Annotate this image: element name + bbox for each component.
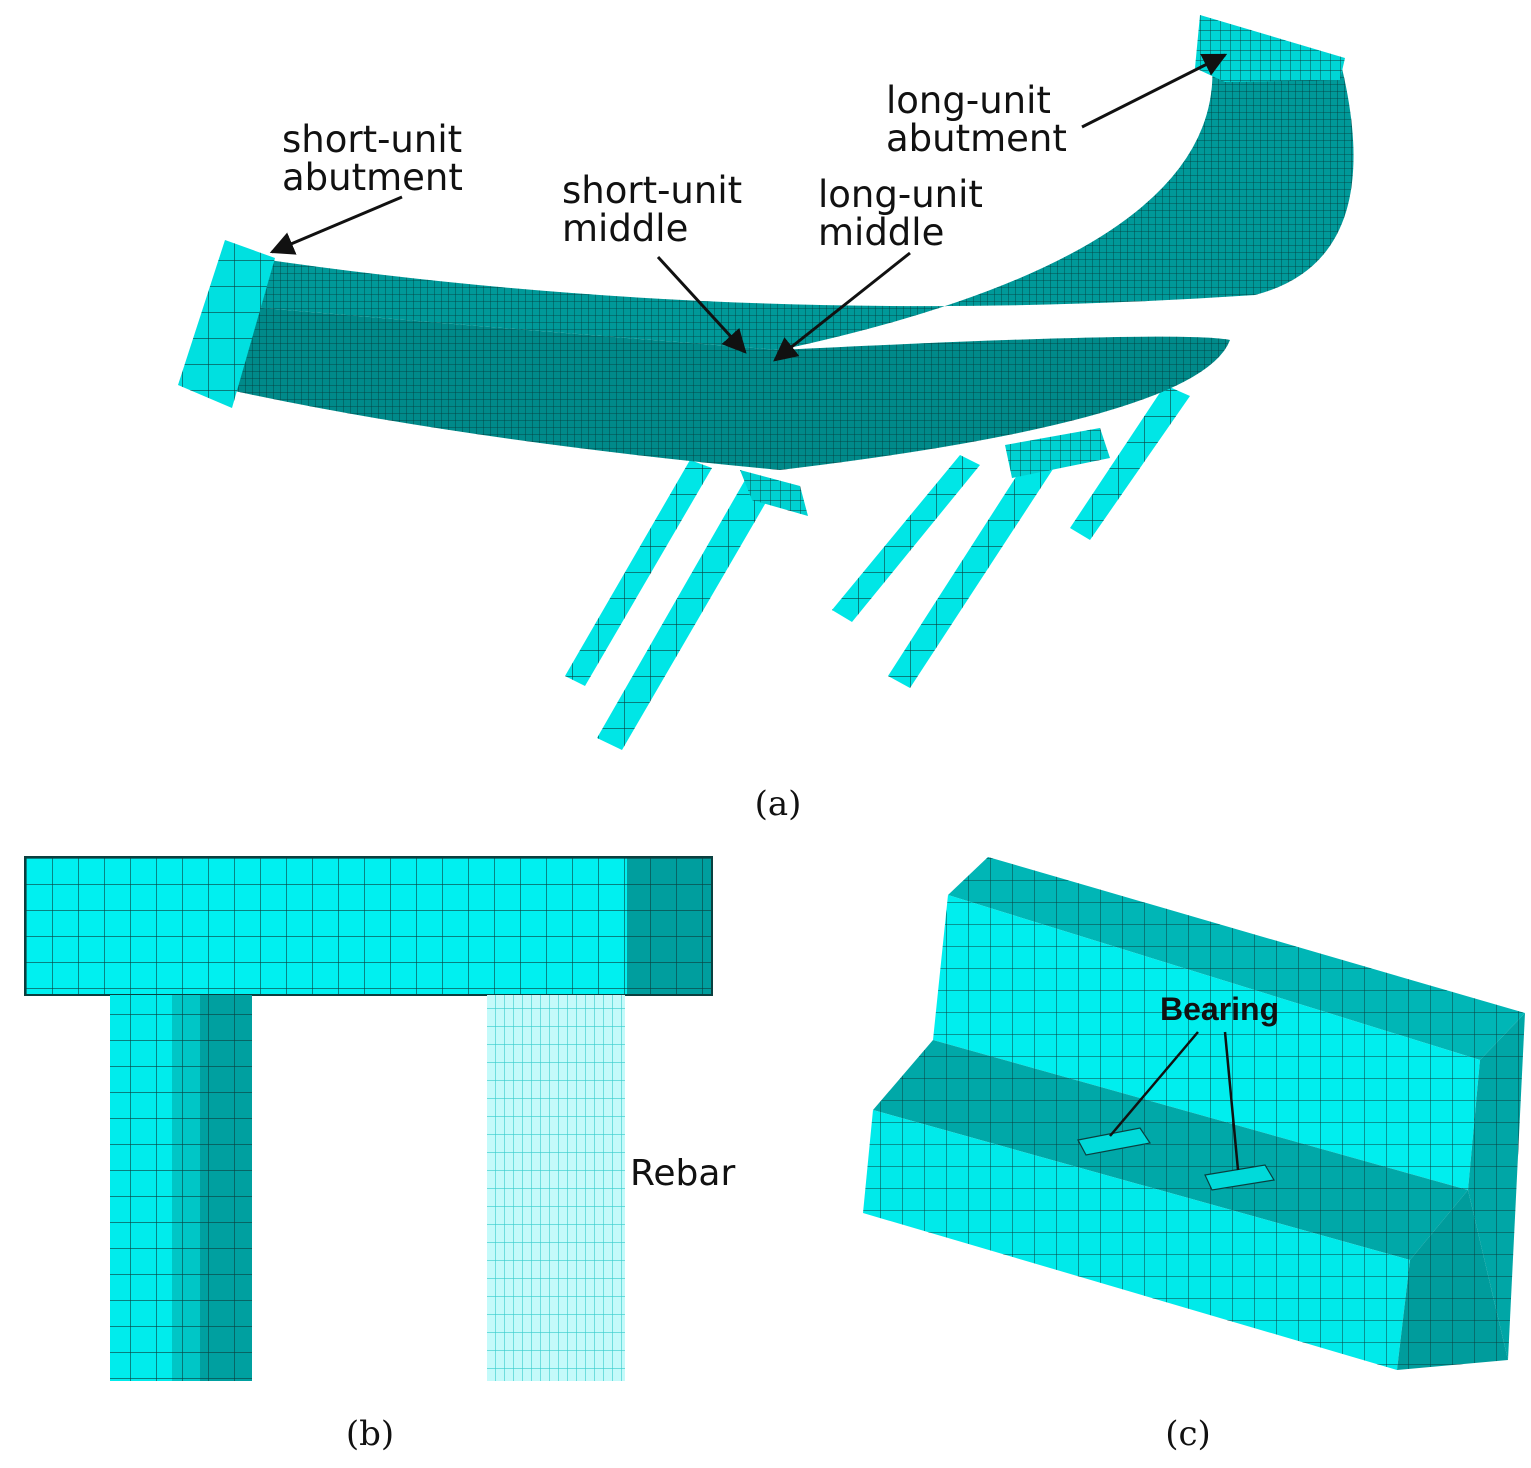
pier-1 xyxy=(565,460,712,686)
bearing-pad-2 xyxy=(1204,1164,1275,1191)
pier-4 xyxy=(888,428,1110,688)
abutment-seat xyxy=(863,1040,1508,1370)
leader-bearing-1 xyxy=(1109,1031,1199,1137)
label-short-unit-middle: short-unit middle xyxy=(562,169,754,250)
panel-b: Rebar (b) xyxy=(24,856,735,1454)
caption-a: (a) xyxy=(755,784,802,824)
label-rebar: Rebar xyxy=(630,1153,735,1194)
column-solid xyxy=(110,995,252,1381)
pier-cap xyxy=(24,856,713,996)
panel-a: short-unit abutment short-unit middle lo… xyxy=(178,15,1354,824)
abutment-backwall xyxy=(933,857,1525,1360)
leader-bearing-2 xyxy=(1223,1031,1240,1171)
label-short-unit-abutment: short-unit abutment xyxy=(282,118,474,199)
pier-5 xyxy=(1070,385,1190,540)
label-long-unit-abutment: long-unit abutment xyxy=(886,79,1067,160)
label-long-unit-middle: long-unit middle xyxy=(818,173,995,254)
curved-deck xyxy=(228,45,1354,470)
column-rebar-cage xyxy=(487,995,625,1381)
label-bearing: Bearing xyxy=(1160,991,1279,1027)
long-unit-abutment-block xyxy=(1195,15,1345,82)
arrow-long-unit-middle xyxy=(773,251,911,362)
pier-3 xyxy=(832,455,980,622)
caption-b: (b) xyxy=(346,1414,394,1454)
bearing-pad-1 xyxy=(1077,1127,1152,1156)
pier-2 xyxy=(597,470,808,750)
bearing-pads xyxy=(1077,1127,1275,1191)
short-unit-abutment-block xyxy=(178,240,275,408)
arrow-short-unit-middle xyxy=(656,255,747,354)
panel-c: Bearing (c) xyxy=(863,857,1525,1454)
arrow-long-unit-abutment xyxy=(1081,53,1228,129)
caption-c: (c) xyxy=(1165,1414,1211,1454)
arrow-short-unit-abutment xyxy=(269,195,403,255)
pier-columns xyxy=(565,385,1190,750)
